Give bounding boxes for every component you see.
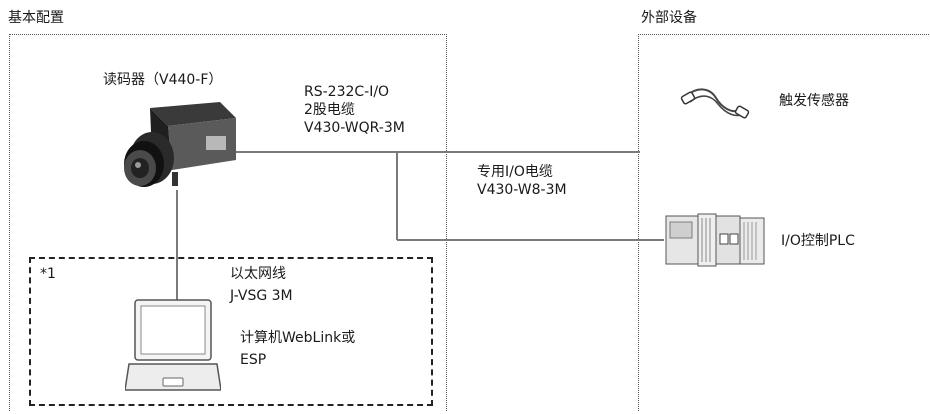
plc-icon — [664, 210, 768, 270]
rs232-cable-label-1: RS-232C-I/O — [304, 84, 389, 101]
ethernet-cable-label-2: J-VSG 3M — [230, 288, 293, 305]
plc-label: I/O控制PLC — [781, 233, 855, 250]
io-cable-label-1: 专用I/O电缆 — [477, 164, 553, 181]
ethernet-cable-label-1: 以太网线 — [230, 266, 286, 283]
io-cable-label-2: V430-W8-3M — [477, 182, 567, 199]
rs232-cable-label-3: V430-WQR-3M — [304, 120, 405, 137]
footnote-marker: *1 — [40, 266, 56, 283]
laptop-icon — [125, 296, 221, 396]
barcode-reader-icon — [110, 98, 240, 198]
reader-label: 读码器（V440-F） — [103, 72, 222, 89]
rs232-cable-label-2: 2股电缆 — [304, 102, 355, 119]
computer-label-1: 计算机WebLink或 — [240, 330, 355, 347]
trigger-sensor-label: 触发传感器 — [779, 93, 849, 110]
trigger-sensor-icon — [680, 84, 750, 124]
computer-label-2: ESP — [240, 352, 266, 369]
